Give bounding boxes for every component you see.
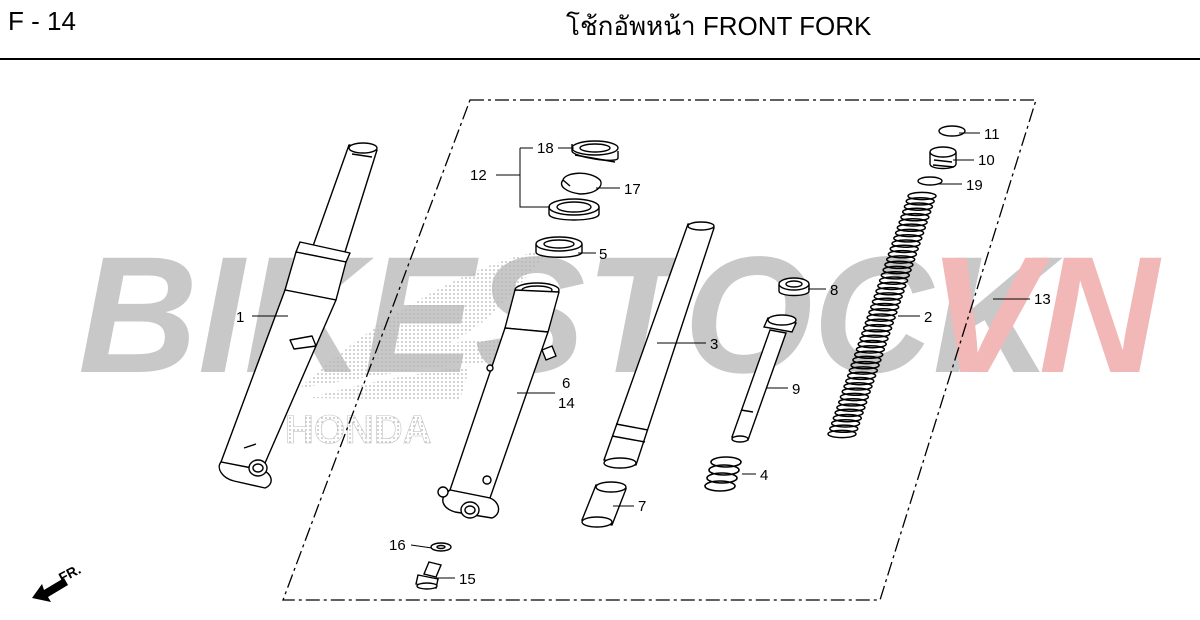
callout-17: 17 [624, 181, 641, 198]
spring-coil [871, 297, 902, 307]
spring-coil [898, 218, 928, 227]
part-7-collar [581, 481, 627, 528]
page-title: โช้กอัพหน้า FRONT FORK [566, 11, 872, 41]
spring-coil [827, 429, 857, 439]
spring-coil [907, 191, 937, 201]
spring-coil [866, 313, 896, 322]
spring-coil [841, 387, 871, 397]
part-17-stopper-ring [560, 172, 602, 195]
part-12-oil-seal [548, 198, 600, 221]
spring-coil [873, 292, 903, 301]
spring-coil [887, 249, 918, 259]
spring-coil [889, 244, 919, 254]
front-arrow-icon [32, 578, 68, 602]
callout-14: 14 [558, 395, 575, 412]
spring-coil [855, 345, 886, 354]
callout-5: 5 [599, 246, 607, 263]
front-direction-marker: FR. [32, 561, 83, 602]
leader-lines [252, 132, 1030, 579]
spring-coil [845, 376, 875, 386]
spring-coil [880, 270, 911, 280]
spring-coil [843, 382, 873, 391]
spring-coil [864, 318, 895, 328]
spring-coil [861, 329, 891, 338]
callout-7: 7 [638, 498, 646, 515]
spring-coil [859, 334, 889, 344]
callout-19: 19 [966, 177, 983, 194]
spring-coil [834, 408, 864, 418]
callout-6: 6 [562, 375, 570, 392]
spring-coil [853, 350, 884, 360]
callout-12: 12 [470, 167, 487, 184]
spring-coil [829, 424, 859, 434]
spring-coil [875, 286, 905, 296]
part-5-backup-ring [535, 236, 583, 258]
spring-coil [848, 366, 879, 375]
part-19-o-ring [917, 176, 943, 186]
callout-9: 9 [792, 381, 800, 398]
page-code: F - 14 [8, 6, 76, 36]
spring-coil [882, 265, 912, 275]
spring-coil [894, 228, 925, 238]
watermark-emblem-word: HONDA [285, 408, 432, 452]
callout-8: 8 [830, 282, 838, 299]
callout-18: 18 [537, 140, 554, 157]
callout-15: 15 [459, 571, 476, 588]
spring-coil [830, 419, 861, 428]
part-18-dust-seal [571, 140, 619, 163]
spring-coil [852, 355, 882, 365]
callout-1: 1 [236, 309, 244, 326]
part-10-fork-bolt [929, 146, 957, 170]
spring-coil [877, 281, 907, 291]
part-15-socket-bolt [415, 561, 442, 590]
spring-coil [868, 308, 898, 317]
spring-coil [832, 413, 863, 423]
callout-2: 2 [924, 309, 932, 326]
callout-4: 4 [760, 467, 768, 484]
spring-coil [836, 403, 866, 412]
part-8-piston-ring [778, 277, 810, 297]
callout-3: 3 [710, 336, 718, 353]
callout-13: 13 [1034, 291, 1051, 308]
callout-labels: 1 2 3 4 5 6 7 8 9 10 11 12 13 14 15 16 1… [236, 126, 1051, 588]
part-6-fork-slider [437, 282, 560, 519]
spring-coil [878, 276, 909, 285]
part-3-fork-pipe [603, 221, 715, 469]
part-1-fork-assembly [218, 142, 378, 489]
part-4-rebound-spring [704, 456, 742, 492]
spring-coil [846, 371, 877, 381]
part-11-circlip [938, 125, 966, 137]
spring-coil [839, 392, 870, 402]
spring-coil [837, 397, 868, 407]
callout-16: 16 [389, 537, 406, 554]
spring-coil [903, 202, 934, 211]
spring-coil [905, 196, 935, 206]
spring-coil [869, 302, 900, 312]
spring-coil [862, 323, 893, 333]
part-2-fork-spring [827, 191, 937, 439]
spring-coil [857, 339, 887, 349]
spring-coil [891, 239, 921, 248]
spring-coil [901, 207, 932, 217]
spring-coil [900, 212, 930, 222]
spring-coil [885, 255, 916, 264]
spring-coil [893, 233, 923, 243]
spring-coil [884, 260, 914, 270]
watermark-text-accent: VN [928, 223, 1162, 408]
callout-10: 10 [978, 152, 995, 169]
spring-coil [850, 360, 880, 370]
part-16-washer [430, 542, 452, 552]
honda-wing-emblem: HONDA [285, 250, 548, 452]
spring-coil [896, 223, 927, 233]
callout-11: 11 [984, 126, 1000, 143]
header-divider [0, 58, 1200, 60]
part-9-fork-piston [731, 314, 798, 443]
assembly-boundary [282, 99, 1037, 601]
